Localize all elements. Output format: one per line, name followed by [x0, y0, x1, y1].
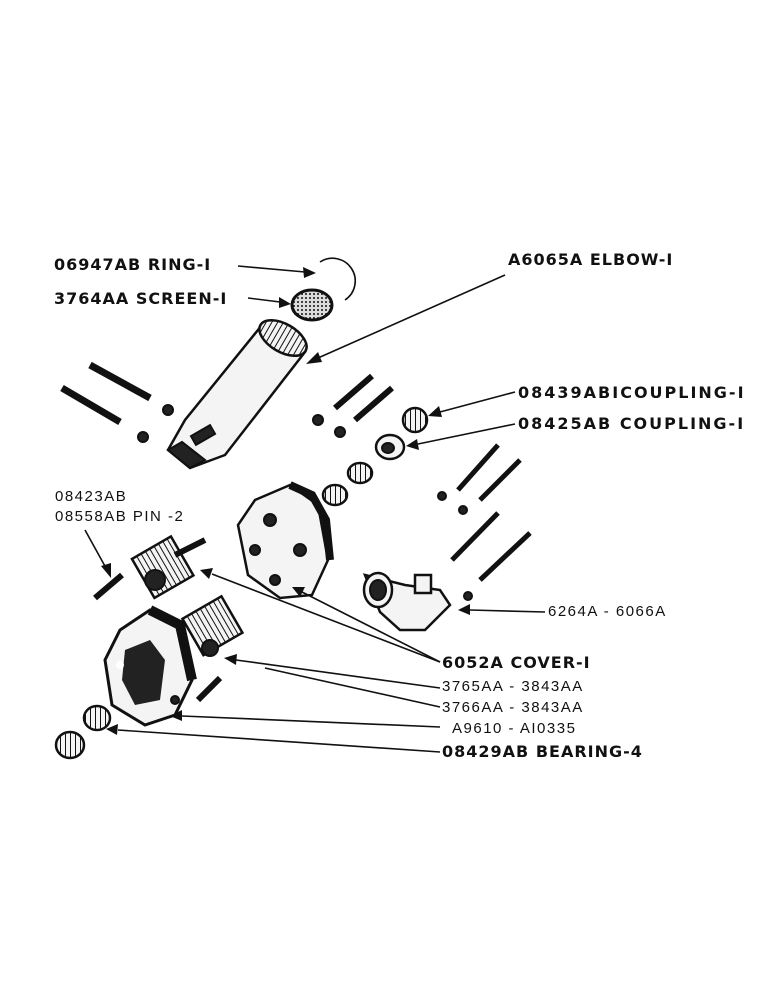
coupling-2-part	[374, 433, 406, 461]
label-cover: 6052A COVER-I	[442, 653, 591, 672]
housing-part	[103, 605, 197, 727]
label-bearing: 08429AB BEARING-4	[442, 742, 643, 761]
screen-part	[290, 288, 334, 322]
label-gear-1: 3765AA - 3843AA	[442, 678, 584, 695]
gear-2-part	[180, 594, 245, 657]
label-gear-2: 3766AA - 3843AA	[442, 699, 584, 716]
elbow-screws	[60, 361, 174, 443]
pump-body-part	[362, 571, 452, 632]
body-screws	[437, 443, 532, 601]
elbow-part	[166, 318, 308, 470]
label-pump-body: 6264A - 6066A	[548, 603, 667, 620]
coupling-1-part	[401, 406, 429, 434]
pin-part	[93, 572, 223, 703]
gear-1-part	[130, 534, 207, 600]
label-pin-part-number: 08423AB	[55, 488, 128, 505]
cover-part	[236, 481, 334, 600]
label-screen: 3764AA SCREEN-I	[54, 289, 228, 308]
label-ring: 06947AB RING-I	[54, 255, 212, 274]
label-coupling-2: 08425AB COUPLING-I	[518, 414, 746, 433]
label-pin: 08558AB PIN -2	[55, 508, 185, 525]
cover-screws	[312, 373, 394, 438]
ring-part	[319, 257, 357, 301]
label-elbow: A6065A ELBOW-I	[508, 250, 674, 269]
bearings-bottom	[54, 704, 112, 760]
bearings-middle	[321, 461, 374, 507]
label-housing: A9610 - AI0335	[452, 720, 577, 737]
leader-lines	[84, 265, 546, 753]
label-coupling-1: 08439ABICOUPLING-I	[518, 383, 746, 402]
